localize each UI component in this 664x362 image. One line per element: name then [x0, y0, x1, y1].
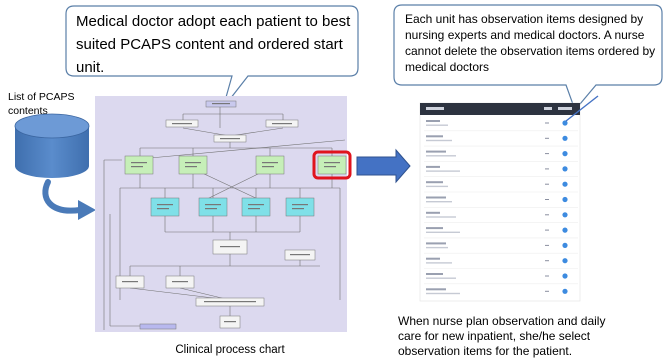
- observation-row-title: [426, 227, 443, 230]
- observation-check-circle: [562, 212, 568, 218]
- observation-row-title: [426, 211, 440, 214]
- doctor-callout-content: Medical doctor adopt each patient to bes…: [76, 13, 351, 76]
- observation-row-title: [426, 196, 446, 199]
- observation-check-circle: [562, 288, 568, 294]
- observation-row-dash: [545, 153, 549, 155]
- observation-row-dash: [545, 183, 549, 185]
- observation-callout-text: Each unit has observation items designed…: [405, 11, 660, 75]
- observation-row-subtitle: [426, 246, 448, 249]
- observation-row-subtitle: [426, 139, 452, 142]
- observation-check-circle: [562, 227, 568, 233]
- observation-row-subtitle: [426, 124, 448, 126]
- observation-row-dash: [545, 214, 549, 216]
- observation-row-dash: [545, 229, 549, 231]
- nurse-note-line3: observation items for the patient.: [398, 344, 573, 358]
- observation-row-title: [426, 257, 440, 260]
- observation-row-subtitle: [426, 201, 452, 203]
- observation-check-circle: [562, 120, 568, 126]
- observation-row-title: [426, 181, 443, 184]
- observation-row-subtitle: [426, 231, 460, 233]
- observation-row-dash: [545, 137, 549, 139]
- observation-check-circle: [562, 166, 568, 172]
- nurse-note-line1: When nurse plan observation and daily: [398, 314, 606, 328]
- database-label: List of PCAPS contents: [8, 90, 98, 118]
- observation-check-circle: [562, 258, 568, 264]
- process-chart-caption: Clinical process chart: [150, 344, 310, 356]
- observation-row-subtitle: [426, 292, 460, 295]
- observation-check-circle: [562, 181, 568, 187]
- observation-row-subtitle: [426, 262, 452, 264]
- process-chart-caption-text: Clinical process chart: [175, 344, 285, 356]
- observation-row-dash: [545, 122, 549, 124]
- observation-row-subtitle: [426, 277, 456, 279]
- observation-row-subtitle: [426, 170, 460, 172]
- observation-check-circle: [562, 151, 568, 157]
- observation-row-dash: [545, 244, 549, 246]
- observation-row-dash: [545, 275, 549, 277]
- nurse-note: When nurse plan observation and daily ca…: [398, 314, 662, 359]
- observation-check-circle: [562, 196, 568, 203]
- observation-row-title: [426, 135, 443, 138]
- observation-row-title: [426, 150, 446, 153]
- observation-callout-content: Each unit has observation items designed…: [405, 12, 656, 74]
- observation-check-circle: [562, 242, 568, 248]
- observation-row-title: [426, 165, 440, 168]
- observation-row-subtitle: [426, 216, 456, 218]
- observation-row-title: [426, 242, 446, 245]
- observation-row-dash: [545, 199, 549, 200]
- observation-row-dash: [545, 290, 549, 292]
- observation-row-subtitle: [426, 155, 456, 157]
- observation-row-title: [426, 120, 440, 122]
- observation-row-title: [426, 273, 443, 275]
- observation-row-title: [426, 288, 446, 291]
- observation-check-circle: [562, 273, 568, 279]
- observation-row-dash: [545, 260, 549, 262]
- doctor-callout-text: Medical doctor adopt each patient to bes…: [76, 10, 356, 79]
- observation-check-circle: [562, 135, 568, 141]
- nurse-note-line2: care for new inpatient, she/he select: [398, 329, 591, 343]
- observation-row-subtitle: [426, 185, 448, 188]
- database-label-line2: contents: [8, 105, 48, 117]
- database-label-line1: List of PCAPS: [8, 91, 75, 103]
- observation-row-dash: [545, 168, 549, 170]
